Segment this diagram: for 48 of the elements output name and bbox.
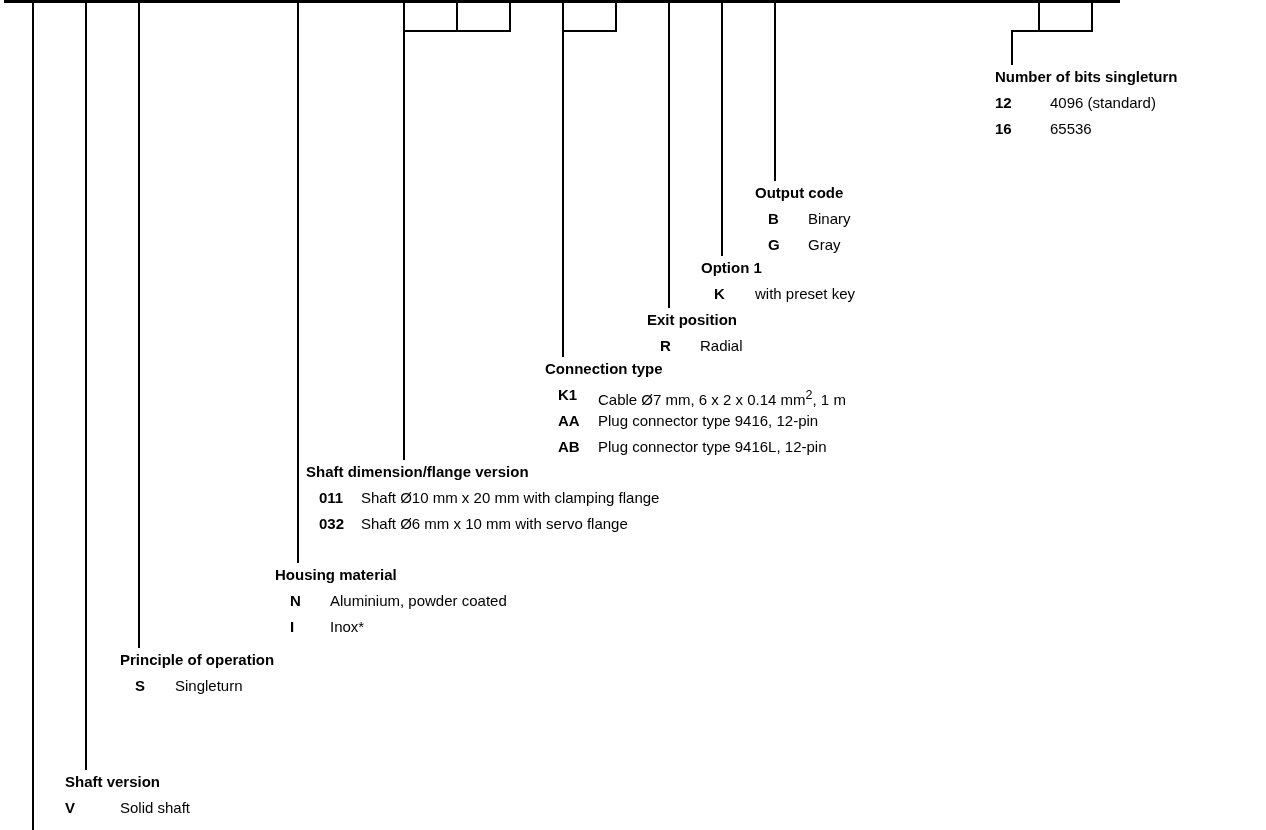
option-description: Shaft Ø6 mm x 10 mm with servo flange	[361, 515, 628, 533]
option-description: 4096 (standard)	[1050, 94, 1156, 112]
option-code: K1	[558, 386, 578, 404]
option-description: Shaft Ø10 mm x 20 mm with clamping flange	[361, 489, 660, 507]
option-code: 12	[995, 94, 1012, 112]
group-heading: Shaft dimension/flange version	[306, 463, 529, 481]
leader-line	[85, 2, 87, 771]
option-code: AB	[558, 438, 580, 456]
option-description: Gray	[808, 236, 841, 254]
option-description: Plug connector type 9416L, 12-pin	[598, 438, 827, 456]
option-description: Singleturn	[175, 677, 243, 695]
option-description: Aluminium, powder coated	[330, 592, 507, 610]
option-code: 011	[319, 489, 344, 507]
option-code: S	[135, 677, 145, 695]
option-code: G	[768, 236, 780, 254]
leader-line	[562, 2, 564, 358]
option-description: Inox*	[330, 618, 365, 636]
group-heading: Connection type	[545, 360, 663, 378]
leader-line	[138, 2, 140, 649]
leader-line	[774, 2, 776, 182]
option-code: B	[768, 210, 779, 228]
group-heading: Option 1	[701, 259, 762, 277]
leader-line	[721, 2, 723, 257]
option-description: Solid shaft	[120, 799, 191, 817]
option-description: Plug connector type 9416, 12-pin	[598, 412, 819, 430]
leader-line	[1011, 2, 1040, 66]
option-code: V	[65, 799, 75, 817]
option-description: 65536	[1050, 120, 1092, 138]
leader-line	[297, 2, 299, 564]
group-heading: Exit position	[647, 311, 737, 329]
option-code: AA	[558, 412, 580, 430]
option-code: 032	[319, 515, 345, 533]
group-heading: Number of bits singleturn	[995, 68, 1178, 86]
option-code: R	[660, 337, 671, 355]
option-code: 16	[995, 120, 1012, 138]
leader-line	[668, 2, 670, 309]
option-description: Radial	[700, 337, 743, 355]
option-code: N	[290, 592, 301, 610]
option-description: Cable Ø7 mm, 6 x 2 x 0.14 mm$^{2}$, 1 m	[598, 387, 846, 409]
leader-line	[403, 2, 405, 461]
group-heading: Housing material	[275, 566, 397, 584]
group-heading: Output code	[755, 184, 844, 202]
group-heading: Principle of operation	[120, 651, 275, 669]
group-heading: Shaft version	[65, 773, 161, 791]
option-description: Binary	[808, 210, 851, 228]
option-code: K	[714, 285, 725, 303]
option-code: I	[290, 618, 295, 636]
option-description: with preset key	[755, 285, 856, 303]
